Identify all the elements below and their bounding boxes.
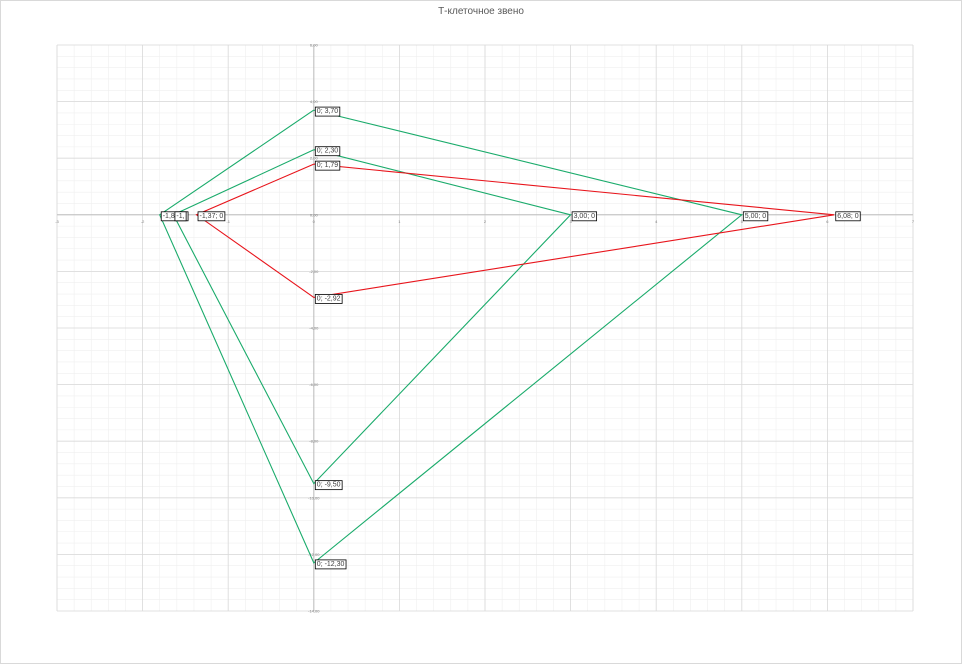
x-tick-label: 2 — [484, 219, 487, 224]
data-label: 6,08; 0 — [835, 211, 861, 222]
x-tick-label: 5 — [741, 219, 744, 224]
data-label: 0; 2,30 — [314, 146, 341, 157]
data-label-text: 0; -12,30 — [317, 561, 345, 568]
x-tick-label: -1 — [226, 219, 230, 224]
chart-title: Т-клеточное звено — [438, 6, 524, 17]
x-tick-label: -2 — [141, 219, 145, 224]
y-tick-label: -2,00 — [309, 269, 319, 274]
data-label-text: -1,37; 0 — [200, 213, 224, 220]
y-tick-label: -6,00 — [309, 382, 319, 387]
x-tick-label: 3 — [569, 219, 572, 224]
data-label-text: 6,08; 0 — [837, 213, 859, 220]
data-label: 0; -12,30 — [314, 559, 347, 570]
y-tick-label: 6,00 — [310, 43, 319, 48]
y-tick-label: -10,00 — [308, 495, 320, 500]
data-label: 5,00; 0 — [742, 211, 769, 222]
data-label-text: 0; -9,50 — [317, 482, 341, 489]
x-tick-label: 0 — [313, 219, 316, 224]
y-tick-label: -14,00 — [308, 609, 320, 614]
data-label: 0; -9,50 — [314, 480, 343, 491]
data-label-box — [314, 146, 341, 157]
y-tick-label: 0,00 — [310, 212, 319, 217]
series-line-3 — [195, 163, 835, 298]
data-label: 3,00; 0 — [571, 211, 598, 222]
data-label-text: 5,00; 0 — [745, 213, 767, 220]
major-gridlines — [56, 44, 914, 612]
data-label-text: 0; -2,92 — [317, 295, 341, 302]
data-label-box — [197, 211, 226, 222]
x-tick-label: -3 — [55, 219, 59, 224]
y-tick-label: -12,00 — [308, 552, 320, 557]
y-tick-label: -4,00 — [309, 326, 319, 331]
series-line-1 — [159, 109, 744, 564]
data-label-box — [314, 480, 343, 491]
x-tick-label: 1 — [398, 219, 401, 224]
data-label-text: 0; 1,79 — [317, 162, 339, 169]
data-label-box — [742, 211, 769, 222]
data-label: 0; 1,79 — [314, 160, 341, 171]
data-label-text: -1, — [176, 213, 184, 220]
data-label-box — [835, 211, 861, 222]
data-label-box — [314, 294, 343, 304]
y-tick-label: 4,00 — [310, 99, 319, 104]
y-tick-label: 2,00 — [310, 156, 319, 161]
data-label-box — [174, 211, 187, 222]
data-label-box — [314, 106, 341, 117]
data-label-text: 3,00; 0 — [574, 213, 596, 220]
data-label-box — [571, 211, 598, 222]
data-label: -1,37; 0 — [197, 211, 226, 222]
x-tick-label: 6 — [826, 219, 829, 224]
data-label-text: 0; 3,70 — [317, 108, 339, 115]
data-label-box — [314, 160, 341, 171]
data-label-text: 0; 2,30 — [317, 148, 339, 155]
data-label: -1, — [174, 211, 187, 222]
data-label-box — [314, 559, 347, 570]
data-label: 0; -2,92 — [314, 294, 343, 304]
y-tick-label: -8,00 — [309, 439, 319, 444]
series-line-2 — [172, 149, 572, 485]
x-tick-label: 7 — [912, 219, 915, 224]
x-tick-label: 4 — [655, 219, 658, 224]
data-label: 0; 3,70 — [314, 106, 341, 117]
